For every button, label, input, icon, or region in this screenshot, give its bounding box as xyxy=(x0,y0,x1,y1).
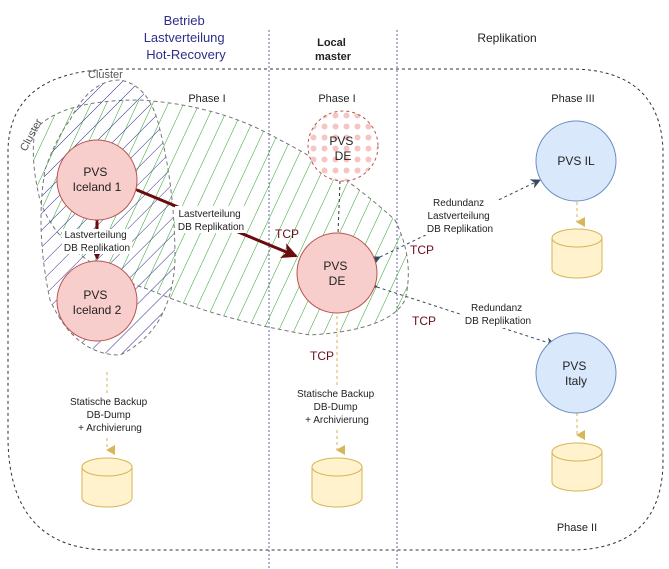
node-pvs-iceland-1[interactable]: PVS Iceland 1 xyxy=(56,139,138,221)
node-pvs-de[interactable]: PVS DE xyxy=(296,232,378,314)
database-icon-middle xyxy=(311,457,363,508)
header-betrieb: Betrieb Lastverteilung Hot-Recovery xyxy=(144,13,229,62)
svg-text:PVS Iceland 1: PVS Iceland 1 xyxy=(73,165,122,194)
database-icon-il xyxy=(551,228,603,279)
header-replikation: Replikation xyxy=(477,31,536,45)
phase-label-right-top: Phase III xyxy=(551,93,594,105)
edge-label-iceland-de: Lastverteilung DB Replikation xyxy=(178,209,244,233)
edge-label-backup-middle: Statische Backup DB-Dump + Archivierung xyxy=(297,389,377,426)
tcp-label-de-backup: TCP xyxy=(310,349,334,363)
edge-label-de-italy: Redundanz DB Replikation xyxy=(465,303,531,327)
database-icon-italy xyxy=(551,442,603,492)
outer-container xyxy=(7,68,664,551)
tcp-label-de-il: TCP xyxy=(410,243,434,257)
cluster-label-inner: Cluster xyxy=(88,69,123,81)
database-icon-left xyxy=(81,457,133,508)
phase-label-left: Phase I xyxy=(188,93,225,105)
edge-label-backup-left: Statische Backup DB-Dump + Archivierung xyxy=(70,397,150,434)
svg-text:PVS Italy: PVS Italy xyxy=(562,359,589,388)
node-pvs-il[interactable]: PVS IL xyxy=(535,120,617,202)
svg-text:PVS DE: PVS DE xyxy=(329,134,356,163)
tcp-label-iceland-de: TCP xyxy=(275,227,299,241)
svg-text:PVS IL: PVS IL xyxy=(557,154,595,168)
phase-label-right-bottom: Phase II xyxy=(557,522,597,534)
node-pvs-iceland-2[interactable]: PVS Iceland 2 xyxy=(56,260,138,342)
svg-text:PVS Iceland 2: PVS Iceland 2 xyxy=(73,288,122,317)
edge-label-de-il: Redundanz Lastverteilung DB Replikation xyxy=(427,198,493,235)
node-pvs-italy[interactable]: PVS Italy xyxy=(535,332,617,414)
edge-de-italy xyxy=(366,279,556,347)
edge-de-standby xyxy=(337,180,341,235)
edge-label-iceland-internal: Lastverteilung DB Replikation xyxy=(64,230,130,254)
tcp-label-de-italy: TCP xyxy=(412,314,436,328)
node-pvs-de-standby[interactable]: PVS DE xyxy=(307,110,379,182)
phase-label-middle: Phase I xyxy=(318,93,355,105)
header-local-master: Local master xyxy=(315,37,352,63)
svg-text:PVS DE: PVS DE xyxy=(323,259,350,288)
